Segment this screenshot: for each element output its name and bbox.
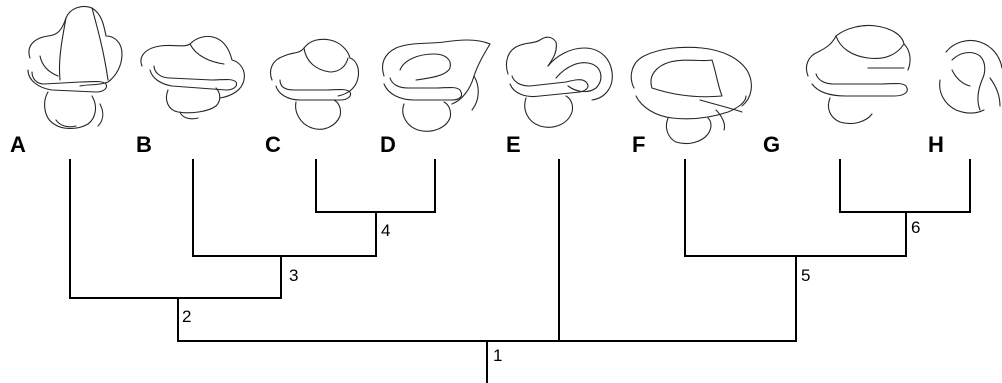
taxon-label-g: G <box>763 132 780 157</box>
node-label-1: 1 <box>493 346 502 365</box>
node-label-2: 2 <box>182 307 191 326</box>
node-label-3: 3 <box>289 266 298 285</box>
specimen-drawing-c <box>269 38 360 130</box>
taxon-label-c: C <box>265 132 281 157</box>
node-labels: 1 2 3 4 5 6 <box>182 218 920 365</box>
specimen-sketches <box>27 5 1002 145</box>
specimen-drawing-a <box>27 5 123 130</box>
taxon-label-e: E <box>506 132 521 157</box>
specimen-drawing-f <box>630 46 752 145</box>
taxon-label-h: H <box>928 132 944 157</box>
specimen-drawing-h <box>939 39 1002 114</box>
specimen-drawing-g <box>805 24 911 125</box>
node-label-5: 5 <box>801 266 810 285</box>
taxon-label-b: B <box>136 132 152 157</box>
specimen-drawing-b <box>140 35 245 120</box>
node-label-6: 6 <box>911 218 920 237</box>
taxon-label-f: F <box>632 132 645 157</box>
cladogram-tree <box>69 159 971 383</box>
taxon-labels: A B C D E F G H <box>10 132 944 157</box>
taxon-label-d: D <box>380 132 396 157</box>
specimen-drawing-e <box>505 36 613 128</box>
taxon-label-a: A <box>10 132 26 157</box>
node-label-4: 4 <box>381 221 390 240</box>
specimen-drawing-d <box>381 39 491 132</box>
